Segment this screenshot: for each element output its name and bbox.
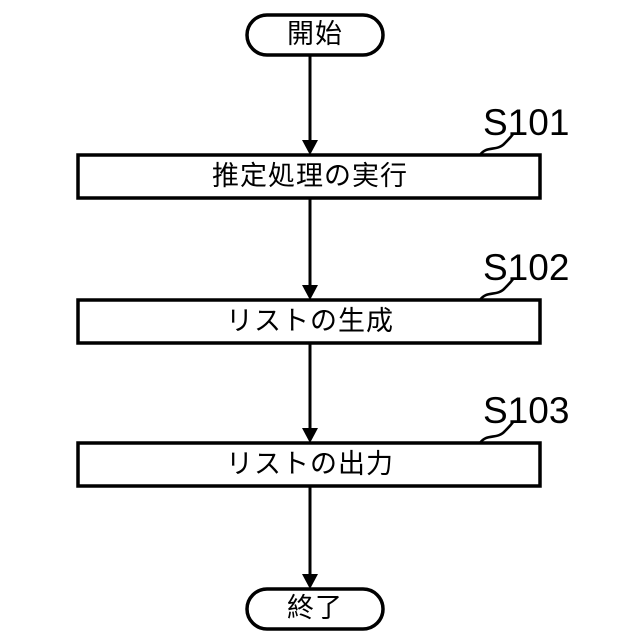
end-terminal-label: 終了 — [287, 593, 343, 623]
node-s103[interactable]: リストの出力 — [76, 441, 542, 488]
s103-process-shape — [76, 441, 542, 488]
node-s101[interactable]: 推定処理の実行 — [76, 153, 542, 200]
s103-step-label-text: S103 — [483, 390, 569, 431]
s103-process-label: リストの出力 — [226, 449, 394, 479]
node-start[interactable]: 開始 — [245, 13, 385, 57]
s102-process-shape — [76, 298, 542, 345]
arrow-head-icon — [302, 574, 318, 589]
node-end[interactable]: 終了 — [245, 587, 385, 631]
arrow-head-icon — [302, 285, 318, 300]
s101-process-label: 推定処理の実行 — [212, 161, 408, 191]
s102-leader-line — [478, 277, 515, 302]
start-terminal-label: 開始 — [287, 19, 343, 49]
step-label-s103: S103 — [478, 390, 569, 445]
connector-start-to-s101 — [302, 55, 318, 155]
s103-leader-line — [478, 420, 515, 445]
connector-s102-to-s103 — [302, 343, 318, 443]
s101-step-label-text: S101 — [483, 102, 569, 143]
s101-process-shape — [76, 153, 542, 200]
arrow-head-icon — [302, 140, 318, 155]
connector-s103-to-end — [302, 486, 318, 589]
s101-leader-line — [478, 132, 515, 157]
step-label-s102: S102 — [478, 247, 569, 302]
start-terminal-shape — [245, 13, 385, 57]
s102-process-label: リストの生成 — [226, 306, 394, 336]
arrow-head-icon — [302, 428, 318, 443]
connector-s101-to-s102 — [302, 198, 318, 300]
s102-step-label-text: S102 — [483, 247, 569, 288]
step-label-s101: S101 — [478, 102, 569, 157]
node-s102[interactable]: リストの生成 — [76, 298, 542, 345]
end-terminal-shape — [245, 587, 385, 631]
